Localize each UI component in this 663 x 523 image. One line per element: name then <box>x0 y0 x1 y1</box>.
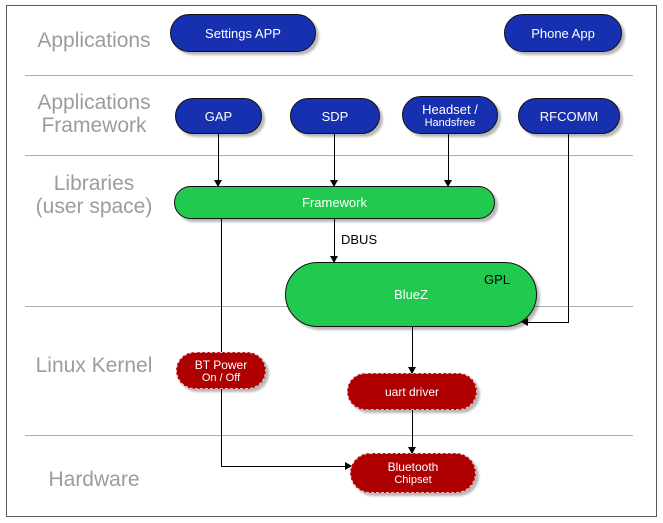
node-uart-driver-label: uart driver <box>384 384 440 399</box>
node-bluetooth-chipset-label-line2: Chipset <box>394 474 432 486</box>
divider-applications-framework <box>25 155 633 156</box>
divider-linux-kernel <box>25 435 633 436</box>
node-sdp[interactable]: SDP <box>290 98 380 134</box>
edge-bluez-to-uart <box>412 327 413 373</box>
node-headset-handsfree-label-line1: Headset / <box>422 101 478 117</box>
node-phone-app-label: Phone App <box>531 25 595 41</box>
node-bluetooth-chipset[interactable]: Bluetooth Chipset <box>350 453 476 493</box>
edge-uart-to-chipset <box>412 410 413 453</box>
node-bluez[interactable]: BlueZ <box>285 262 537 327</box>
node-settings-app-label: Settings APP <box>205 25 281 41</box>
node-framework-label: Framework <box>301 195 367 210</box>
node-headset-handsfree-label-line2: Handsfree <box>424 116 476 129</box>
edge-chipset-arrowhead <box>408 447 416 454</box>
layer-label-hardware: Hardware <box>48 468 140 491</box>
edge-framework-to-chipset-horizontal <box>221 466 349 467</box>
node-bt-power-label-line2: On / Off <box>201 371 241 384</box>
edge-sdp-arrowhead <box>330 180 338 187</box>
node-bt-power-label-line1: BT Power <box>194 357 248 372</box>
edge-rfcomm-vertical <box>568 133 569 322</box>
layer-label-libraries: Libraries (user space) <box>35 172 153 218</box>
edge-headset-arrowhead <box>444 180 452 187</box>
divider-applications <box>25 75 633 76</box>
node-headset-handsfree[interactable]: Headset / Handsfree <box>402 96 498 134</box>
node-settings-app[interactable]: Settings APP <box>170 14 316 52</box>
node-bluez-label: BlueZ <box>394 287 428 302</box>
node-sdp-label: SDP <box>321 108 349 124</box>
edge-rfcomm-arrowhead <box>521 318 528 326</box>
edge-dbus-arrowhead <box>330 256 338 263</box>
edge-gap-to-framework <box>218 133 219 186</box>
gpl-badge: GPL <box>484 272 511 287</box>
node-framework[interactable]: Framework <box>174 186 495 219</box>
edge-uart-arrowhead <box>408 367 416 374</box>
node-rfcomm-label: RFCOMM <box>539 108 599 124</box>
edge-gap-arrowhead <box>214 180 222 187</box>
layer-label-applications: Applications <box>37 29 151 52</box>
edge-framework-to-chipset-vertical <box>221 218 222 466</box>
node-uart-driver[interactable]: uart driver <box>347 373 477 410</box>
node-rfcomm[interactable]: RFCOMM <box>518 98 620 134</box>
edge-chipset-side-arrowhead <box>345 462 352 470</box>
node-gap-label: GAP <box>204 108 233 124</box>
edge-headset-to-framework <box>448 133 449 186</box>
node-gap[interactable]: GAP <box>175 98 262 134</box>
layer-label-linux-kernel: Linux Kernel <box>35 354 153 377</box>
edge-label-dbus: DBUS <box>340 232 379 247</box>
edge-sdp-to-framework <box>334 133 335 186</box>
edge-framework-to-bluez <box>334 218 335 262</box>
layer-label-applications-framework: Applications Framework <box>37 91 151 137</box>
node-bluetooth-chipset-label-line1: Bluetooth <box>387 460 439 474</box>
node-phone-app[interactable]: Phone App <box>504 14 622 52</box>
edge-rfcomm-horizontal <box>524 322 569 323</box>
node-bt-power[interactable]: BT Power On / Off <box>176 352 266 389</box>
